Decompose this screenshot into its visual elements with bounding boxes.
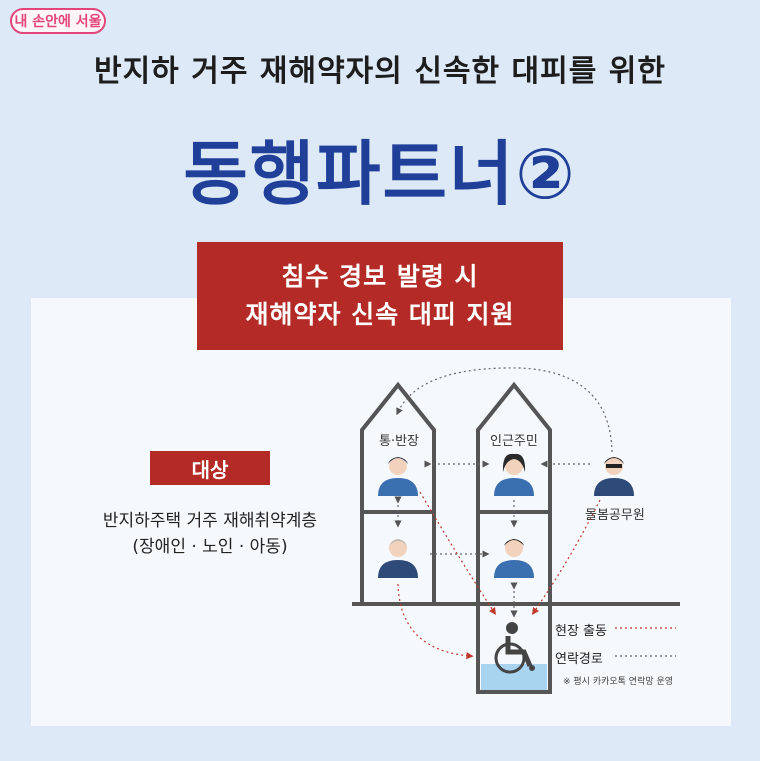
basement bbox=[476, 604, 552, 694]
banner-line-2: 재해약자 신속 대피 지원 bbox=[245, 300, 515, 329]
house-right-label: 인근주민 bbox=[490, 434, 538, 449]
banner-line-1: 침수 경보 발령 시 bbox=[281, 262, 479, 291]
contact-paths bbox=[394, 367, 613, 618]
flood-water bbox=[481, 664, 547, 690]
page-subtitle: 반지하 거주 재해약자의 신속한 대피를 위한 bbox=[93, 54, 667, 89]
kakaotalk-note: ※ 평시 카카오톡 연락망 운영 bbox=[563, 677, 674, 687]
house-left-label: 통·반장 bbox=[379, 434, 420, 449]
target-line-2: (장애인 · 노인 · 아동) bbox=[132, 537, 288, 557]
legend-dispatch-label: 현장 출동 bbox=[555, 624, 607, 639]
wheelchair-person-icon bbox=[494, 622, 535, 674]
alert-banner: 침수 경보 발령 시 재해약자 신속 대피 지원 bbox=[197, 242, 563, 350]
target-line-1: 반지하주택 거주 재해취약계층 bbox=[102, 511, 318, 531]
official-label: 돌봄공무원 bbox=[585, 508, 645, 523]
dispatch-paths bbox=[397, 491, 601, 660]
person-elder-icon bbox=[378, 539, 418, 578]
person-neighbor-bottom-icon bbox=[494, 539, 534, 578]
person-leader-icon bbox=[378, 457, 418, 496]
legend-contact-label: 연락경로 bbox=[555, 652, 603, 667]
target-description: 반지하주택 거주 재해취약계층 (장애인 · 노인 · 아동) bbox=[60, 508, 360, 560]
person-neighbor-top-icon bbox=[494, 453, 534, 496]
seoul-logo: 내 손안에 서울 bbox=[10, 8, 106, 34]
person-official-icon bbox=[594, 457, 634, 496]
target-badge: 대상 bbox=[150, 451, 270, 485]
page-title: 동행파트너② bbox=[183, 133, 577, 215]
